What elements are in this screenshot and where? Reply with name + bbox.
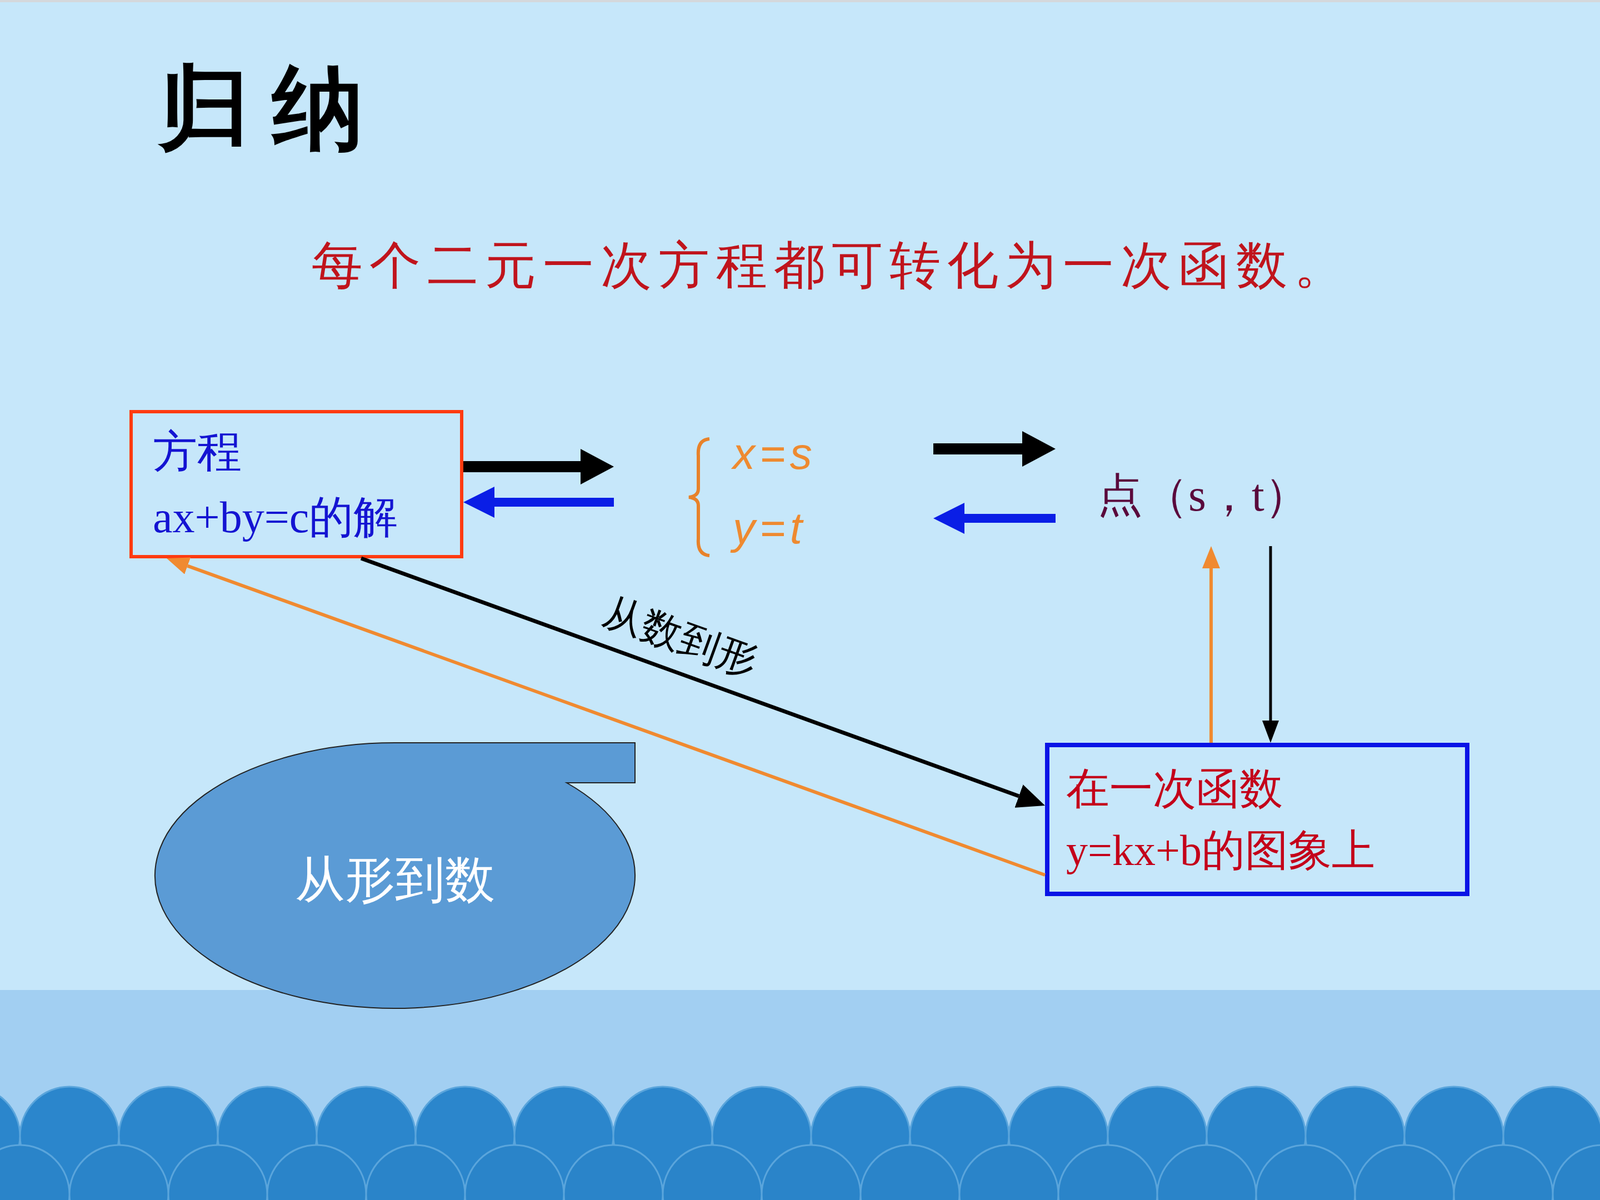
black-arrow	[933, 443, 1023, 455]
node-text: x=s y=t	[732, 416, 817, 566]
node-text: 在一次函数 y=kx+b的图象上	[1066, 757, 1375, 882]
blue-arrow	[494, 497, 614, 507]
bubble-shape	[155, 742, 635, 1009]
black-arrow	[1269, 546, 1273, 721]
node-text: 方程 ax+by=c的解	[152, 418, 398, 550]
point-node: 点（s，t）	[1055, 444, 1389, 547]
top-rule	[0, 0, 1600, 3]
orange-arrow	[1209, 568, 1213, 743]
solution-system: x=s y=t	[613, 411, 934, 567]
black-arrow	[463, 461, 581, 473]
equation-box: 方程 ax+by=c的解	[129, 410, 464, 559]
node-text: 点（s，t）	[1097, 465, 1310, 527]
slide-title: 归纳	[158, 62, 387, 154]
black-arrow	[361, 558, 1019, 797]
wave-row	[0, 1143, 1600, 1200]
sea-band	[0, 990, 1600, 1200]
edge-label: 从数到形	[598, 591, 763, 684]
summary-sentence: 每个二元一次方程都可转化为一次函数。	[311, 235, 1352, 297]
node-text: 从形到数	[295, 846, 495, 914]
wave-row	[0, 1085, 1600, 1200]
system-brace	[688, 438, 710, 556]
blue-arrow	[964, 513, 1056, 523]
orange-arrow	[187, 566, 1045, 875]
callout-bubble: 从形到数	[155, 742, 635, 1009]
function-box: 在一次函数 y=kx+b的图象上	[1045, 742, 1470, 897]
